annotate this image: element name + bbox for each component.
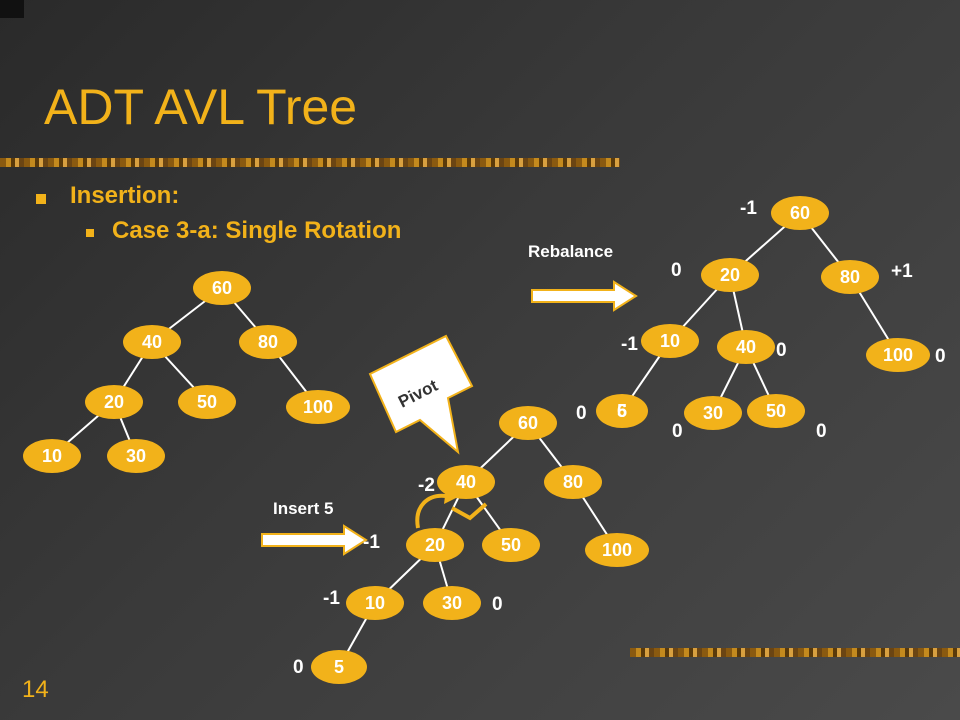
rotation-arrow-head [444, 488, 458, 504]
balance-20: 0 [671, 260, 682, 281]
balance-5: 0 [293, 657, 304, 678]
node-80: 80 [821, 260, 879, 294]
insert-arrow [261, 524, 368, 556]
node-label: 30 [126, 446, 146, 466]
node-label: 5 [617, 401, 627, 421]
tree-original: 60 40 80 20 50 100 10 30 [23, 271, 350, 473]
node-30: 30 [107, 439, 165, 473]
node-label: 10 [660, 331, 680, 351]
node-40: 40 [717, 330, 775, 364]
node-label: 40 [736, 337, 756, 357]
node-20: 20 [85, 385, 143, 419]
node-label: 40 [142, 332, 162, 352]
node-label: 60 [212, 278, 232, 298]
node-label: 20 [104, 392, 124, 412]
slide-title: ADT AVL Tree [44, 79, 358, 135]
node-label: 10 [42, 446, 62, 466]
node-label: 5 [334, 657, 344, 677]
node-60: 60 [193, 271, 251, 305]
slide-number: 14 [22, 676, 49, 703]
node-50: 50 [482, 528, 540, 562]
pivot-callout: Pivot [368, 334, 474, 455]
balance-60: -1 [740, 198, 757, 219]
balance-10: -1 [621, 334, 638, 355]
balance-30: 0 [672, 421, 683, 442]
node-5: 56 [596, 394, 648, 428]
node-50: 50 [747, 394, 805, 428]
node-label: 80 [840, 267, 860, 287]
node-20: 20 [406, 528, 464, 562]
node-100: 100 [286, 390, 350, 424]
node-100: 100 [866, 338, 930, 372]
bullet-case: Case 3-a: Single Rotation [112, 217, 402, 244]
balance-50: 0 [816, 421, 827, 442]
balance-10: -1 [323, 588, 340, 609]
node-label: 100 [883, 345, 913, 365]
node-10: 10 [641, 324, 699, 358]
overlap-glyph: 6 [617, 401, 627, 421]
rebalance-label: Rebalance [528, 242, 613, 261]
rotation-arrow-left [415, 493, 447, 529]
node-30: 30 [423, 586, 481, 620]
node-10: 10 [23, 439, 81, 473]
node-label: 40 [456, 472, 476, 492]
node-label: 80 [258, 332, 278, 352]
rebalance-arrow [531, 280, 638, 312]
balance-40: 0 [776, 340, 787, 361]
balance-100: 0 [935, 346, 946, 367]
node-label: 50 [197, 392, 217, 412]
balance-5: 0 [576, 403, 587, 424]
node-10: 10 [346, 586, 404, 620]
node-label: 50 [501, 535, 521, 555]
node-60: 60 [499, 406, 557, 440]
top-decorative-stripe [0, 158, 620, 167]
corner-decoration [0, 0, 24, 18]
node-label: 30 [703, 403, 723, 423]
node-60: 60 [771, 196, 829, 230]
bullet-marker-2 [86, 229, 94, 237]
rotation-arrow-right [451, 502, 488, 521]
node-label: 100 [602, 540, 632, 560]
node-label: 60 [790, 203, 810, 223]
tree-inserted: 60 40 80 20 50 100 10 30 5 -2 -1 -1 0 0 [293, 406, 649, 684]
node-label: 10 [365, 593, 385, 613]
node-40: 40 [123, 325, 181, 359]
node-label: 50 [766, 401, 786, 421]
balance-30: 0 [492, 594, 503, 615]
node-label: 20 [720, 265, 740, 285]
node-100: 100 [585, 533, 649, 567]
node-label: 80 [563, 472, 583, 492]
node-40: 40 [437, 465, 495, 499]
node-80: 80 [544, 465, 602, 499]
node-50: 50 [178, 385, 236, 419]
node-label: 60 [518, 413, 538, 433]
node-label: 30 [442, 593, 462, 613]
balance-20: -1 [363, 532, 380, 553]
node-80: 80 [239, 325, 297, 359]
bullet-marker-1 [36, 194, 46, 204]
node-5: 5 [311, 650, 367, 684]
node-20: 20 [701, 258, 759, 292]
node-label: 20 [425, 535, 445, 555]
insert-label: Insert 5 [273, 499, 333, 518]
node-30: 30 [684, 396, 742, 430]
balance-80: +1 [891, 261, 913, 282]
tree-rebalanced: 60 20 80 10 40 100 56 30 50 -1 0 +1 -1 0… [576, 196, 946, 442]
bottom-decorative-stripe [630, 648, 960, 657]
bullet-insertion: Insertion: [70, 182, 180, 209]
balance-40: -2 [418, 475, 435, 496]
node-label: 100 [303, 397, 333, 417]
